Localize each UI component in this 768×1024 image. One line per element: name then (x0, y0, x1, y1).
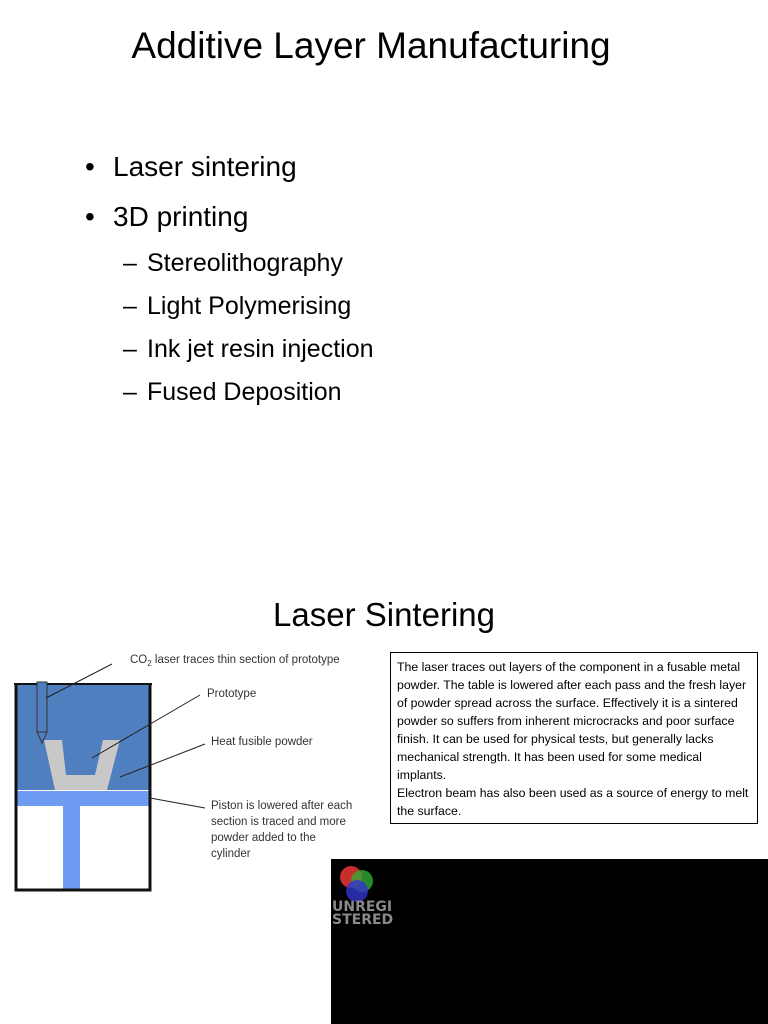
bullet-text: 3D printing (113, 201, 249, 232)
laser-tip (36, 731, 48, 745)
label-piston-line: powder added to the (211, 832, 316, 844)
label-piston-line: cylinder (211, 848, 251, 860)
leader-line-piston (149, 797, 206, 809)
cylinder-wall (14, 684, 152, 892)
slide-additive-layer-manufacturing: Additive Layer Manufacturing •Laser sint… (85, 25, 611, 414)
description-paragraph: The laser traces out layers of the compo… (397, 660, 747, 782)
description-box: The laser traces out layers of the compo… (390, 652, 758, 824)
leader-line-powder (119, 743, 206, 778)
powder-bed (16, 685, 150, 790)
embedded-media-placeholder: UNREGI STERED (331, 859, 768, 1024)
sub-bullet-item: –Light Polymerising (123, 292, 352, 320)
laser-sintering-diagram: CO2 laser traces thin section of prototy… (14, 654, 352, 892)
sub-bullet-item: –Ink jet resin injection (123, 335, 374, 363)
watermark-text: UNREGI (332, 899, 392, 915)
slide-title: Additive Layer Manufacturing (131, 25, 611, 66)
cylinder-lower-right (80, 806, 150, 890)
sub-bullet-item: –Fused Deposition (123, 378, 342, 406)
label-prototype: Prototype (207, 688, 256, 700)
slide-laser-sintering: Laser Sintering CO2 laser traces thin se… (0, 580, 768, 1024)
piston-plate (16, 791, 150, 806)
sub-bullet-text: Fused Deposition (147, 378, 342, 406)
bullet-item: •Laser sintering (85, 151, 297, 182)
cylinder-lower (16, 806, 63, 890)
leader-line-laser (45, 663, 113, 699)
sub-bullet-text: Ink jet resin injection (147, 335, 374, 363)
bullet-item: •3D printing (85, 201, 249, 232)
watermark-text: STERED (332, 912, 393, 928)
label-laser: CO2 laser traces thin section of prototy… (130, 654, 340, 668)
slide-title: Laser Sintering (273, 596, 495, 633)
sub-bullet-text: Light Polymerising (147, 292, 352, 320)
sub-bullet-text: Stereolithography (147, 249, 343, 277)
unregistered-watermark-icon: UNREGI STERED (332, 866, 393, 928)
leader-line-prototype (91, 694, 201, 759)
bullet-text: Laser sintering (113, 151, 297, 182)
laser-head (36, 681, 48, 733)
description-paragraph: Electron beam has also been used as a so… (397, 786, 749, 818)
sub-bullet-item: –Stereolithography (123, 249, 343, 277)
label-piston-line: Piston is lowered after each (211, 800, 352, 812)
label-piston-line: section is traced and more (211, 816, 346, 828)
piston-rod (63, 806, 80, 890)
label-powder: Heat fusible powder (211, 736, 313, 748)
bullet-list: •Laser sintering •3D printing –Stereolit… (85, 142, 374, 414)
